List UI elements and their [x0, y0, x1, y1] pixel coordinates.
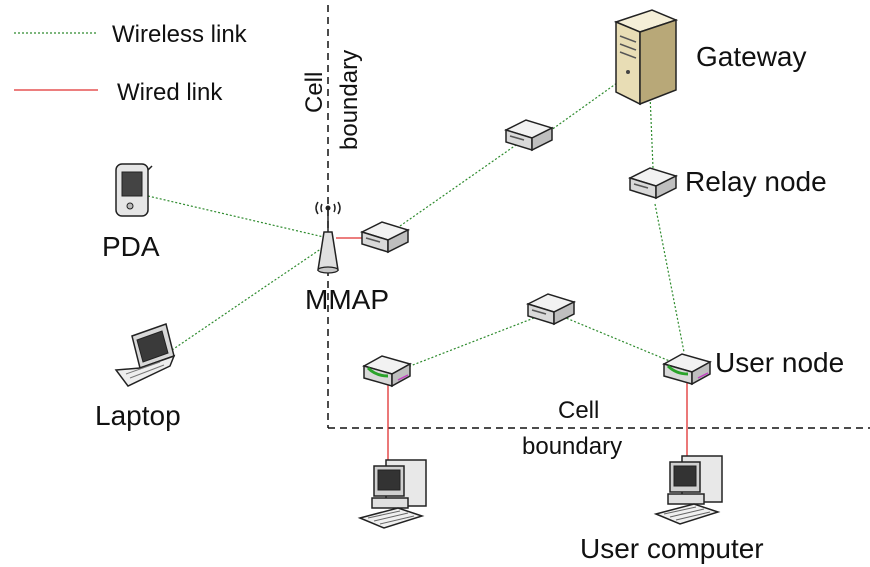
pda-label: PDA [102, 231, 160, 262]
cell-boundary-vertical-label-2: boundary [336, 50, 363, 150]
router-icon-middle [527, 293, 575, 325]
user-computer-label: User computer [580, 533, 764, 564]
relay-node-label: Relay node [685, 166, 827, 197]
user-node-icon-left [362, 354, 412, 388]
cell-boundary-horizontal-label-1: Cell [558, 397, 599, 424]
cell-boundary-horizontal-label-2: boundary [522, 433, 622, 460]
laptop-label: Laptop [95, 400, 181, 431]
user-node-label: User node [715, 347, 844, 378]
router-icon-mmap-side [361, 221, 409, 253]
wireless-link-gateway-relay [649, 93, 654, 169]
wireless-link-laptop-mmap [171, 243, 329, 351]
wireless-link-router-gateway [539, 77, 625, 139]
gateway-label: Gateway [696, 41, 807, 72]
user-computer-icon-left [359, 459, 427, 529]
legend-wired-label: Wired link [117, 79, 223, 106]
laptop-icon [114, 323, 176, 387]
relay-node-icon [629, 167, 677, 199]
pda-icon [115, 163, 153, 217]
wireless-link-pda-mmap [147, 195, 329, 239]
mmap-antenna-icon [315, 201, 341, 274]
legend: Wireless link Wired link [14, 21, 248, 106]
wireless-link-relay-usernode [654, 203, 685, 353]
wireless-link-router-usernode-left [404, 317, 535, 369]
wireless-link-usernode-router [565, 317, 673, 363]
user-node-icon-right [662, 352, 712, 386]
wireless-links [147, 77, 685, 369]
wired-links [336, 237, 688, 462]
mmap-label: MMAP [305, 284, 389, 315]
gateway-server-icon [613, 9, 679, 106]
user-computer-icon-right [655, 455, 723, 525]
router-icon-upper [505, 119, 553, 151]
legend-wireless-label: Wireless link [112, 21, 248, 48]
cell-boundary-vertical-label-1: Cell [301, 72, 328, 113]
wireless-link-router-router [399, 144, 517, 227]
